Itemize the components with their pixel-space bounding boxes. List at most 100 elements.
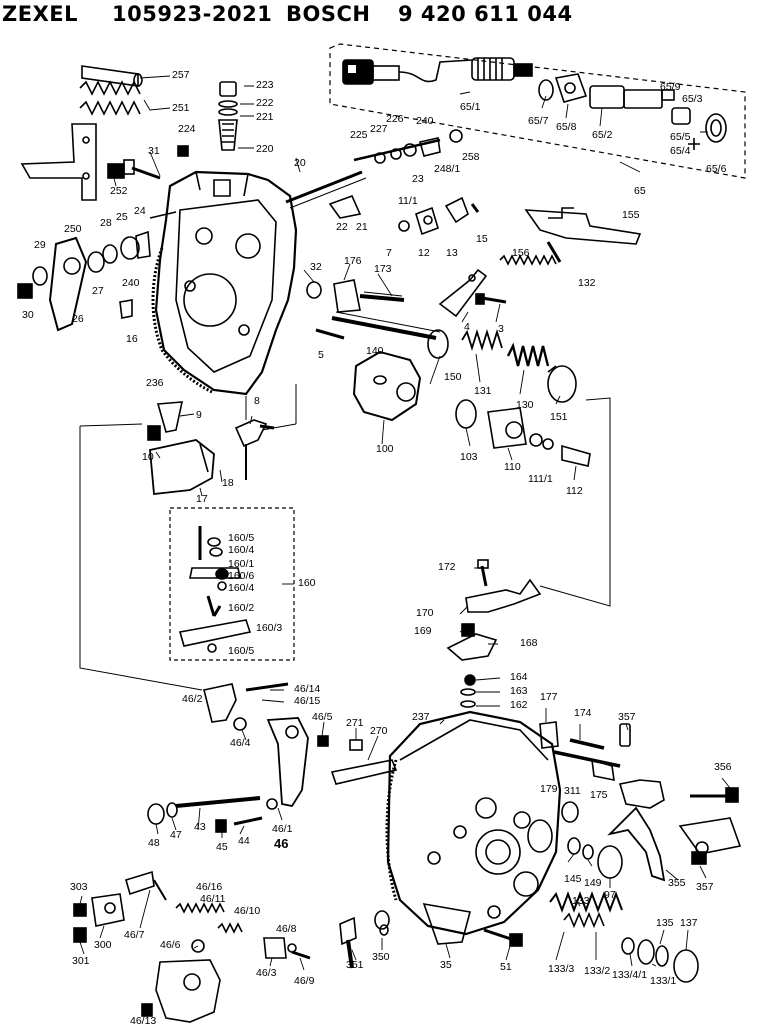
callout-label: 163 [510, 685, 528, 697]
callout-label: 46/2 [182, 693, 203, 705]
callout-label: 224 [178, 123, 196, 135]
callout-label: 65/5 [670, 131, 691, 143]
left-cluster [17, 211, 177, 332]
callout-label: 240 [122, 277, 140, 289]
callout-label: 65 [634, 185, 646, 197]
bottom-center-parts [339, 891, 699, 983]
governor-lever-group [147, 682, 398, 833]
callout-label: 300 [94, 939, 112, 951]
lower-right-parts [567, 723, 742, 882]
callout-label: 13 [446, 247, 458, 259]
assembly-65-box [329, 43, 746, 179]
callout-label: 176 [344, 255, 362, 267]
callout-label: 43 [194, 821, 206, 833]
callout-label: 4 [464, 321, 470, 333]
callout-label: 35 [440, 959, 452, 971]
callout-label: 12 [418, 247, 430, 259]
callout-label: 47 [170, 829, 182, 841]
callout-label: 46/15 [294, 695, 321, 707]
callout-label: 65/1 [460, 101, 481, 113]
callout-label: 46/8 [276, 923, 297, 935]
callout-label: 133/1 [650, 975, 677, 987]
callout-label: 103 [460, 451, 478, 463]
callout-label: 240 [416, 115, 434, 127]
callout-label: 32 [310, 261, 322, 273]
callout-label: 179 [540, 783, 558, 795]
callout-label: 26 [72, 313, 84, 325]
callout-label: 46/11 [200, 893, 226, 905]
callout-label: 25 [116, 211, 128, 223]
lower-pump-housing [385, 710, 621, 945]
callout-label: 29 [34, 239, 46, 251]
callout-label: 149 [584, 877, 602, 889]
top-left-parts [20, 65, 238, 201]
callout-label: 250 [64, 223, 82, 235]
callout-label: 223 [256, 79, 274, 91]
callout-label: 112 [566, 485, 583, 497]
callout-label: 46/16 [196, 881, 223, 893]
callout-label: 237 [412, 711, 430, 723]
callout-label: 160 [298, 577, 316, 589]
callout-label: 23 [412, 173, 424, 185]
callout-label: 177 [540, 691, 558, 703]
callout-label: 236 [146, 377, 164, 389]
bottom-left-parts [73, 870, 311, 1023]
callout-label: 110 [504, 461, 521, 473]
callout-label: 100 [376, 443, 394, 455]
callout-label: 252 [110, 185, 128, 197]
callout-label: 160/6 [228, 570, 255, 582]
callout-label: 357 [618, 711, 636, 723]
callout-label: 172 [438, 561, 456, 573]
callout-label: 160/3 [256, 622, 283, 634]
callout-label: 11/1 [398, 195, 418, 207]
callout-label: 174 [574, 707, 592, 719]
callout-label: 44 [238, 835, 250, 847]
callout-label: 46/4 [230, 737, 251, 749]
callout-label: 160/2 [228, 602, 255, 614]
callout-label: 301 [72, 955, 90, 967]
callout-label: 270 [370, 725, 388, 737]
callout-label: 15 [476, 233, 488, 245]
callout-label: 173 [374, 263, 392, 275]
leader-lines [79, 75, 731, 1016]
callout-label: 135 [656, 917, 674, 929]
callout-label: 28 [100, 217, 112, 229]
callout-label: 65/2 [592, 129, 613, 141]
callout-label: 355 [668, 877, 686, 889]
callout-label: 145 [564, 873, 582, 885]
callout-label: 27 [92, 285, 104, 297]
callout-label: 251 [172, 102, 190, 114]
callout-label: 170 [416, 607, 434, 619]
callout-label: 140 [366, 345, 384, 357]
callout-label: 31 [148, 145, 160, 157]
callout-label: 160/1 [228, 558, 255, 570]
center-drive-parts [306, 279, 591, 467]
callout-label: 65/4 [670, 145, 691, 157]
right-mid-parts [446, 559, 542, 708]
callout-label: 160/5 [228, 645, 255, 657]
callout-label: 168 [520, 637, 538, 649]
callout-label: 46/5 [312, 711, 333, 723]
callout-label: 131 [474, 385, 492, 397]
callout-label: 175 [590, 789, 608, 801]
callout-label: 51 [500, 961, 512, 973]
callout-label: 160/5 [228, 532, 255, 544]
callout-label: 303 [70, 881, 88, 893]
callout-label: 356 [714, 761, 732, 773]
callout-label: 169 [414, 625, 432, 637]
callout-label: 137 [680, 917, 698, 929]
callout-label: 65/8 [556, 121, 577, 133]
callout-label: 133/2 [584, 965, 611, 977]
callout-label: 16 [126, 333, 138, 345]
callout-label: 46/13 [130, 1015, 157, 1027]
callout-label: 5 [318, 349, 324, 361]
callout-label: 155 [622, 209, 640, 221]
callout-label: 3 [498, 323, 504, 335]
callout-label: 258 [462, 151, 480, 163]
callout-label: 151 [550, 411, 568, 423]
callout-label: 21 [356, 221, 368, 233]
brand-label: ZEXEL [2, 2, 78, 26]
callout-label: 45 [216, 841, 228, 853]
callout-label: 160/4 [228, 582, 255, 594]
lever-linkage [79, 384, 611, 691]
